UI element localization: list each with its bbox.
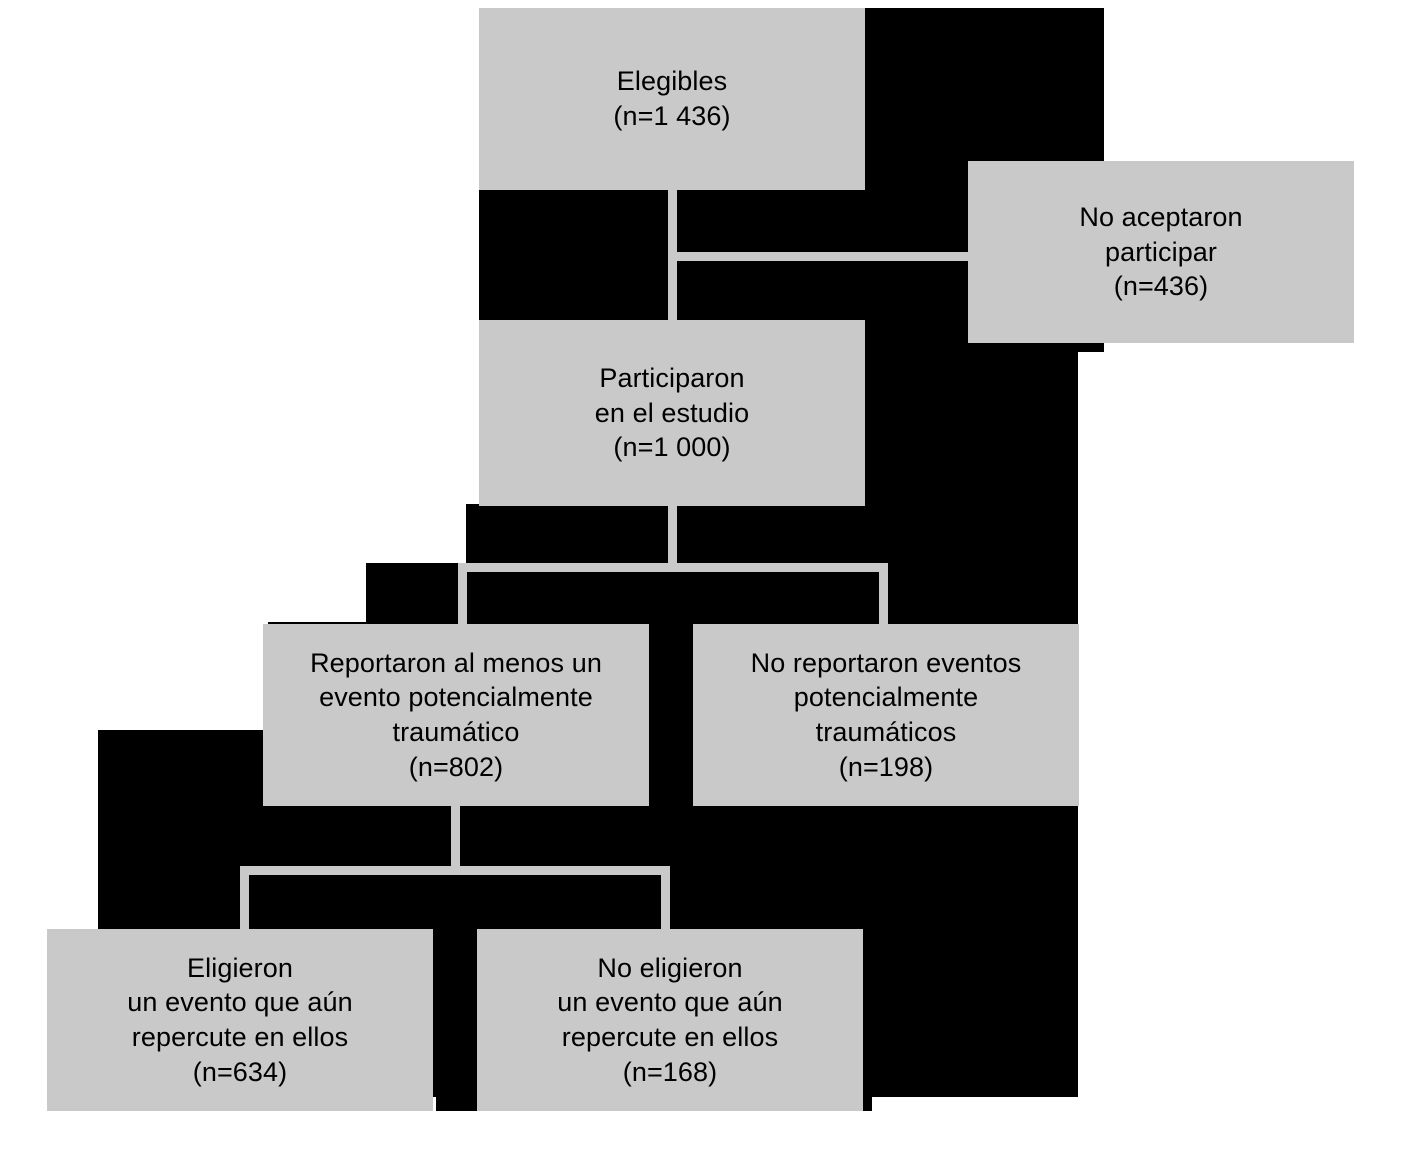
node-no-aceptaron-line-2: (n=436) [1113, 271, 1209, 302]
connector-participaron-stem [668, 504, 677, 572]
node-no-reportaron[interactable]: No reportaron eventos potencialmente tra… [693, 624, 1079, 806]
node-reportaron-line-3: (n=802) [408, 751, 504, 782]
node-reportaron-line-2: traumático [392, 717, 520, 747]
node-no-eligieron[interactable]: No eligieron un evento que aún repercute… [477, 929, 863, 1111]
node-no-reportaron-line-1: potencialmente [793, 682, 979, 713]
node-no-reportaron-line-3: (n=198) [838, 751, 934, 782]
node-eligieron-line-2: repercute en ellos [131, 1022, 349, 1052]
connector-split-bar-level3 [240, 866, 670, 875]
node-eligieron[interactable]: Eligieron un evento que aún repercute en… [47, 929, 433, 1111]
node-no-eligieron-line-1: un evento que aún [557, 987, 783, 1018]
connector-drop-to-eligieron [240, 866, 249, 930]
node-reportaron[interactable]: Reportaron al menos un evento potencialm… [263, 624, 649, 806]
node-no-aceptaron[interactable]: No aceptaron participar (n=436) [968, 161, 1354, 343]
node-eligibles-line-1: (n=1 436) [613, 101, 731, 131]
connector-drop-to-no-eligieron [661, 866, 670, 930]
node-no-eligieron-line-2: repercute en ellos [561, 1022, 779, 1052]
node-participaron-line-0: Participaron [599, 363, 745, 394]
node-no-eligieron-line-0: No eligieron [597, 952, 743, 983]
node-participaron[interactable]: Participaron en el estudio (n=1 000) [479, 320, 865, 506]
node-no-reportaron-line-2: traumáticos [815, 717, 957, 747]
node-no-aceptaron-line-0: No aceptaron [1079, 202, 1243, 233]
node-reportaron-line-1: evento potencialmente [319, 682, 593, 713]
connector-drop-to-reportaron [458, 563, 467, 625]
connector-drop-to-no-reportaron [879, 563, 888, 625]
node-participaron-line-2: (n=1 000) [613, 432, 731, 463]
node-no-eligieron-line-3: (n=168) [622, 1056, 718, 1087]
node-eligibles[interactable]: Elegibles (n=1 436) [479, 8, 865, 190]
connector-eligibles-to-no-aceptaron [668, 252, 972, 261]
node-eligieron-line-0: Eligieron [187, 952, 293, 983]
connector-stem-to-participaron [668, 252, 677, 322]
node-participaron-line-1: en el estudio [594, 397, 750, 428]
node-eligieron-line-3: (n=634) [192, 1056, 288, 1087]
node-no-reportaron-line-0: No reportaron eventos [750, 647, 1022, 678]
connector-split-bar-level2 [458, 563, 888, 572]
connector-reportaron-stem [451, 806, 460, 874]
node-eligieron-line-1: un evento que aún [127, 987, 353, 1018]
node-no-aceptaron-line-1: participar [1104, 236, 1218, 267]
node-eligibles-line-0: Elegibles [616, 66, 728, 97]
connector-eligibles-stem [668, 188, 677, 258]
node-reportaron-line-0: Reportaron al menos un [310, 647, 602, 678]
